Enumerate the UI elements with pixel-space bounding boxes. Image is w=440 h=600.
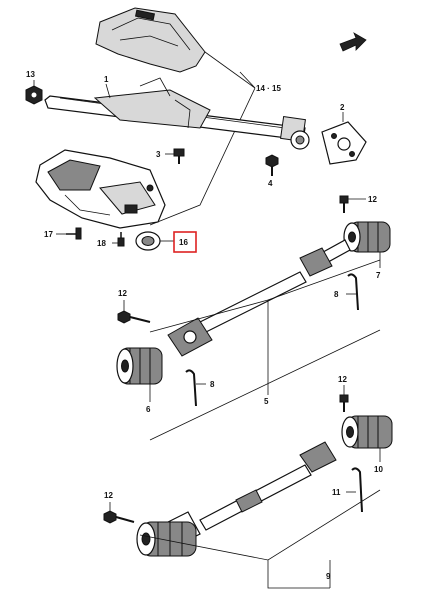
callout-2: 2 xyxy=(340,103,345,112)
callout-12-a: 12 xyxy=(368,195,377,204)
callout-12-b: 12 xyxy=(118,289,127,298)
bolt-12-b[interactable] xyxy=(117,310,151,324)
callout-4: 4 xyxy=(268,179,273,188)
callout-16: 16 xyxy=(179,238,188,247)
boot-6[interactable] xyxy=(116,347,163,385)
lower-boot[interactable] xyxy=(136,521,197,557)
pin-8-b[interactable] xyxy=(185,369,197,407)
group-outline-5 xyxy=(149,259,381,441)
callout-3: 3 xyxy=(156,150,161,159)
callout-8-upper: 8 xyxy=(334,290,339,299)
screw-17[interactable] xyxy=(66,227,82,240)
callout-12-d: 12 xyxy=(104,491,113,500)
bracket-2[interactable] xyxy=(321,121,367,165)
callout-17: 17 xyxy=(44,230,53,239)
callout-12-c: 12 xyxy=(338,375,347,384)
pin-8-a[interactable] xyxy=(347,273,359,311)
leader-1 xyxy=(105,83,111,99)
front-arrow-icon xyxy=(339,32,367,52)
callout-18: 18 xyxy=(97,239,106,248)
highlight-box-16 xyxy=(173,231,197,253)
upper-column-cover[interactable] xyxy=(95,7,206,73)
group-outline-9 xyxy=(139,489,381,589)
callout-5: 5 xyxy=(264,397,269,406)
lower-column-cover[interactable] xyxy=(35,149,166,229)
callout-13: 13 xyxy=(26,70,35,79)
bolt-12-c[interactable] xyxy=(339,394,349,412)
pin-11[interactable] xyxy=(351,467,363,513)
grommet-16[interactable] xyxy=(135,231,161,251)
leader-14-15 xyxy=(204,51,256,89)
callout-7: 7 xyxy=(376,271,381,280)
callout-14-15: 14 · 15 xyxy=(256,84,281,93)
steering-column-shaft[interactable] xyxy=(44,77,310,150)
bolt-4[interactable] xyxy=(265,154,279,176)
callout-9: 9 xyxy=(326,572,331,581)
callout-10: 10 xyxy=(374,465,383,474)
bolt-3[interactable] xyxy=(173,148,185,164)
nut-13[interactable] xyxy=(25,85,43,105)
callout-11: 11 xyxy=(332,488,341,497)
intermediate-shaft-5[interactable] xyxy=(167,239,351,357)
callout-8-lower: 8 xyxy=(210,380,215,389)
boot-10[interactable] xyxy=(341,415,393,449)
callout-1: 1 xyxy=(104,75,109,84)
callout-6: 6 xyxy=(146,405,151,414)
bolt-12-a[interactable] xyxy=(339,195,349,213)
bolt-12-d[interactable] xyxy=(103,510,135,524)
screw-18[interactable] xyxy=(117,232,125,247)
boot-7[interactable] xyxy=(343,221,391,253)
